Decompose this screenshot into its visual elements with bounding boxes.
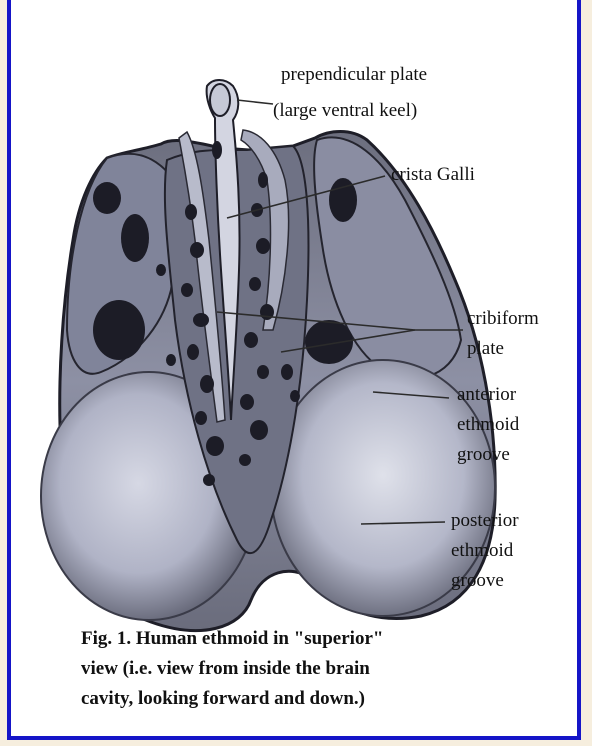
figure-caption: Fig. 1. Human ethmoid in "superior" view… — [81, 624, 551, 714]
label-crista-galli: crista Galli — [391, 160, 475, 190]
label-posterior-2: ethmoid — [451, 536, 513, 566]
label-ventral-keel: (large ventral keel) — [273, 96, 417, 126]
caption-line-3: cavity, looking forward and down.) — [81, 684, 551, 714]
caption-line-1: Fig. 1. Human ethmoid in "superior" — [81, 624, 551, 654]
figure-frame: prependicular plate (large ventral keel)… — [7, 0, 581, 740]
label-perpendicular-plate: prependicular plate — [281, 60, 427, 90]
label-cribiform-1: cribiform — [467, 304, 539, 334]
caption-line-2: view (i.e. view from inside the brain — [81, 654, 551, 684]
label-anterior-2: ethmoid — [457, 410, 519, 440]
label-posterior-1: posterior — [451, 506, 519, 536]
label-cribiform-2: plate — [467, 334, 504, 364]
label-anterior-3: groove — [457, 440, 510, 470]
label-anterior-1: anterior — [457, 380, 516, 410]
label-posterior-3: groove — [451, 566, 504, 596]
crista-tip — [210, 84, 230, 116]
leader-perpendicular — [237, 100, 273, 104]
